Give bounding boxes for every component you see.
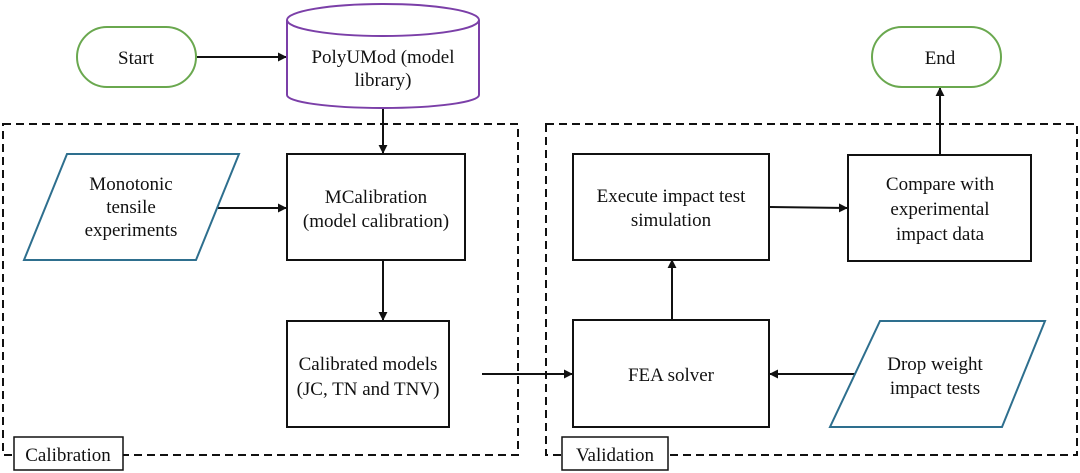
calibrated-label-line-1: Calibrated models (299, 354, 438, 375)
execute-label-line-1: Execute impact test (597, 186, 746, 207)
drop-io-shape (828, 320, 1047, 428)
mcalibration-label-line-2: (model calibration) (303, 211, 449, 232)
edge-execute-compare (769, 203, 848, 213)
start-label: Start (118, 48, 155, 69)
validation-label: Validation (576, 445, 655, 466)
node-end: End (871, 26, 1002, 88)
calibration-border (2, 123, 519, 456)
node-compare: Compare with experimental impact data (847, 154, 1032, 262)
mcalibration-label-line-1: MCalibration (325, 187, 428, 208)
start-terminal-shape (76, 26, 197, 88)
compare-label-line-1: Compare with (886, 174, 995, 195)
tensile-label-line-2: tensile (106, 197, 156, 218)
drop-label-line-2: impact tests (890, 378, 980, 399)
end-terminal-shape (871, 26, 1002, 88)
tensile-io-shape (22, 153, 241, 261)
node-mcalibration: MCalibration (model calibration) (286, 153, 466, 261)
validation-label-box (561, 436, 669, 471)
execute-process-shape (572, 153, 770, 261)
calibrated-process-shape (286, 320, 450, 428)
tensile-label-line-3: experiments (85, 220, 178, 241)
fea-process-shape (572, 319, 770, 428)
validation-border (545, 123, 1078, 456)
end-label: End (925, 48, 956, 69)
calibration-label-box (13, 436, 124, 471)
fea-label: FEA solver (628, 365, 715, 386)
calibration-label: Calibration (25, 445, 111, 466)
library-label-line-1: PolyUMod (model (311, 47, 454, 68)
library-label-line-2: library) (355, 70, 412, 91)
edges (197, 52, 945, 379)
compare-label-line-2: experimental (890, 199, 989, 220)
library-cylinder-body (286, 20, 480, 109)
node-fea: FEA solver (572, 319, 770, 428)
execute-label-line-2: simulation (631, 210, 712, 231)
node-drop: Drop weight impact tests (828, 320, 1047, 428)
group-calibration: Calibration (2, 123, 519, 471)
compare-label-line-3: impact data (896, 224, 985, 245)
node-library: PolyUMod (model library) (286, 3, 480, 109)
node-tensile: Monotonic tensile experiments (22, 153, 241, 261)
group-validation: Validation (545, 123, 1078, 471)
library-cylinder-top (286, 3, 480, 37)
node-execute: Execute impact test simulation (572, 153, 770, 261)
tensile-label-line-1: Monotonic (89, 174, 172, 195)
calibrated-label-line-2: (JC, TN and TNV) (297, 379, 440, 400)
node-calibrated: Calibrated models (JC, TN and TNV) (286, 320, 450, 428)
node-start: Start (76, 26, 197, 88)
drop-label-line-1: Drop weight (887, 354, 983, 375)
mcalibration-process-shape (286, 153, 466, 261)
compare-process-shape (847, 154, 1032, 262)
